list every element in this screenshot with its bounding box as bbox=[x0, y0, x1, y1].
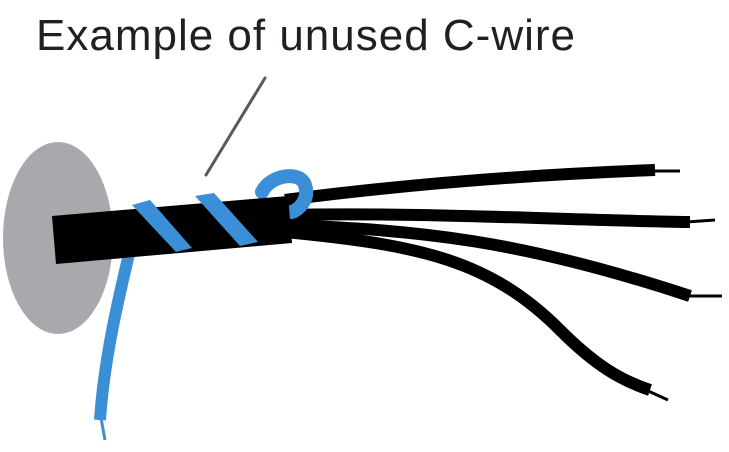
conductor-2 bbox=[284, 208, 691, 228]
diagram-caption: Example of unused C-wire bbox=[36, 11, 577, 60]
conductor-tips bbox=[645, 169, 722, 402]
conductor-3 bbox=[284, 219, 692, 302]
c-wire-tail bbox=[94, 248, 136, 421]
conductor-4 bbox=[284, 226, 652, 396]
c-wire-loop bbox=[255, 169, 314, 219]
c-wire-wraps bbox=[132, 193, 258, 252]
leader-line bbox=[204, 76, 267, 177]
conductors bbox=[284, 164, 692, 396]
c-wire-tip bbox=[99, 417, 107, 441]
conductor-1 bbox=[284, 164, 656, 206]
